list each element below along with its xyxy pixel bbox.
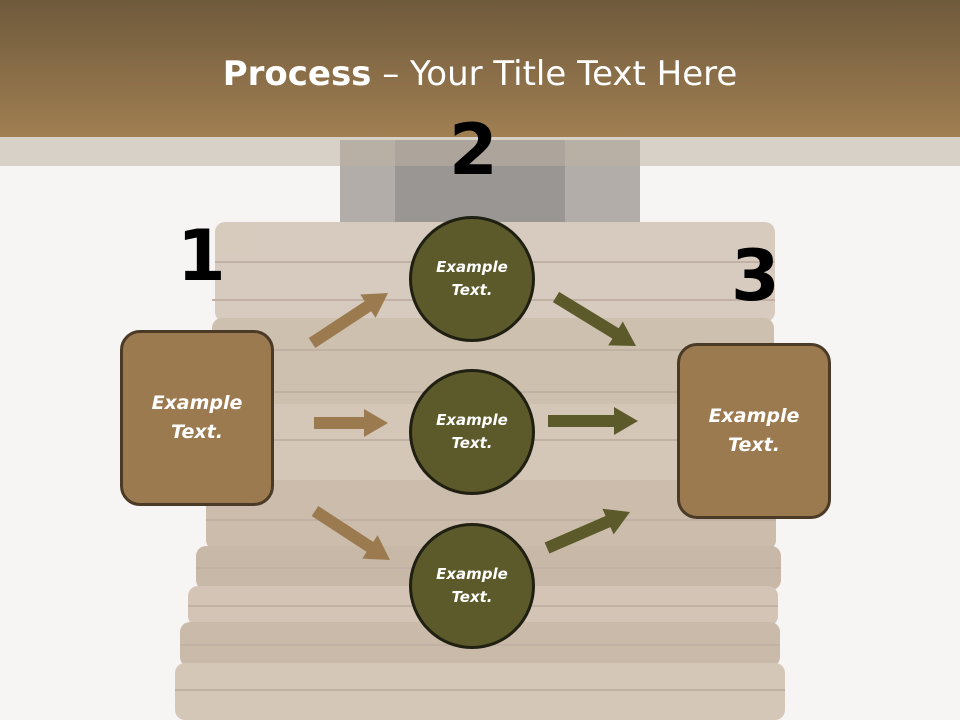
step-2-circle-top: Example Text. xyxy=(409,216,535,342)
step-3-text: Example Text. xyxy=(708,405,800,456)
slide-title: Process – Your Title Text Here xyxy=(0,52,960,96)
title-bar-band xyxy=(0,137,960,166)
title-bold: Process xyxy=(222,54,372,94)
circle-middle-text: Example Text. xyxy=(436,411,508,452)
step-number-1: 1 xyxy=(177,215,226,297)
title-rest: – Your Title Text Here xyxy=(371,54,738,94)
step-3-box: Example Text. xyxy=(677,343,831,519)
arrow-box1-to-circle-top xyxy=(308,293,388,348)
title-bar xyxy=(0,0,960,137)
arrow-circle-middle-to-box3 xyxy=(548,407,638,435)
step-2-circle-bottom: Example Text. xyxy=(409,523,535,649)
step-number-2: 2 xyxy=(449,109,498,191)
circle-bottom-text: Example Text. xyxy=(436,565,508,606)
arrow-circle-top-to-box3 xyxy=(552,291,636,346)
step-number-3: 3 xyxy=(731,235,780,317)
step-1-box: Example Text. xyxy=(120,330,274,506)
step-1-text: Example Text. xyxy=(151,392,243,443)
circle-top-text: Example Text. xyxy=(436,258,508,299)
arrow-box1-to-circle-bottom xyxy=(311,506,390,560)
step-2-circle-middle: Example Text. xyxy=(409,369,535,495)
arrow-box1-to-circle-middle xyxy=(314,409,388,437)
arrow-circle-bottom-to-box3 xyxy=(544,508,630,554)
